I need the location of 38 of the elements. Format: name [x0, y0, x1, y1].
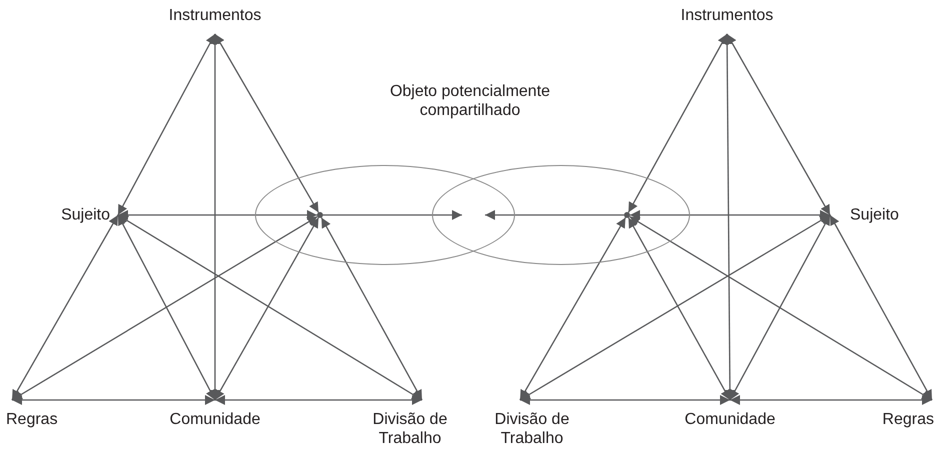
vertex-label: Sujeito: [61, 206, 110, 224]
double-arrow: [628, 217, 731, 400]
vertex-label: Divisão de Trabalho: [360, 410, 460, 448]
double-arrow: [214, 217, 320, 400]
double-arrow: [320, 217, 423, 400]
double-arrow: [628, 34, 728, 213]
double-arrow: [117, 214, 216, 400]
double-arrow: [629, 216, 932, 401]
vertex-label: Sujeito: [850, 206, 899, 224]
ellipse-outline: [255, 165, 515, 265]
double-arrow: [520, 214, 830, 401]
double-arrow: [12, 216, 318, 401]
vertex-label: Divisão de Trabalho: [482, 410, 582, 448]
double-arrow: [520, 395, 730, 405]
ellipse-outline: [432, 165, 690, 265]
double-arrow: [829, 214, 933, 400]
vertex-label: Instrumentos: [168, 6, 262, 25]
double-arrow: [519, 217, 626, 400]
double-arrow: [726, 34, 831, 216]
double-arrow: [630, 210, 830, 220]
double-arrow: [12, 395, 215, 405]
vertex-label: Comunidade: [684, 410, 776, 429]
vertex-label: Regras: [6, 410, 58, 429]
double-arrow: [117, 34, 216, 216]
double-arrow: [118, 214, 422, 401]
double-arrow: [11, 214, 119, 400]
double-arrow: [214, 34, 320, 213]
arrow: [323, 210, 462, 220]
double-arrow: [118, 210, 317, 220]
arrow: [485, 210, 624, 220]
double-arrow: [730, 395, 932, 405]
double-arrow: [729, 214, 831, 400]
vertex-label: Comunidade: [170, 410, 260, 429]
vertex-point: [624, 212, 630, 218]
vertex-label: Regras: [882, 410, 934, 429]
double-arrow: [215, 395, 422, 405]
object-label: Objeto potencialmente compartilhado: [388, 82, 552, 120]
vertex-label: Instrumentos: [680, 6, 774, 25]
